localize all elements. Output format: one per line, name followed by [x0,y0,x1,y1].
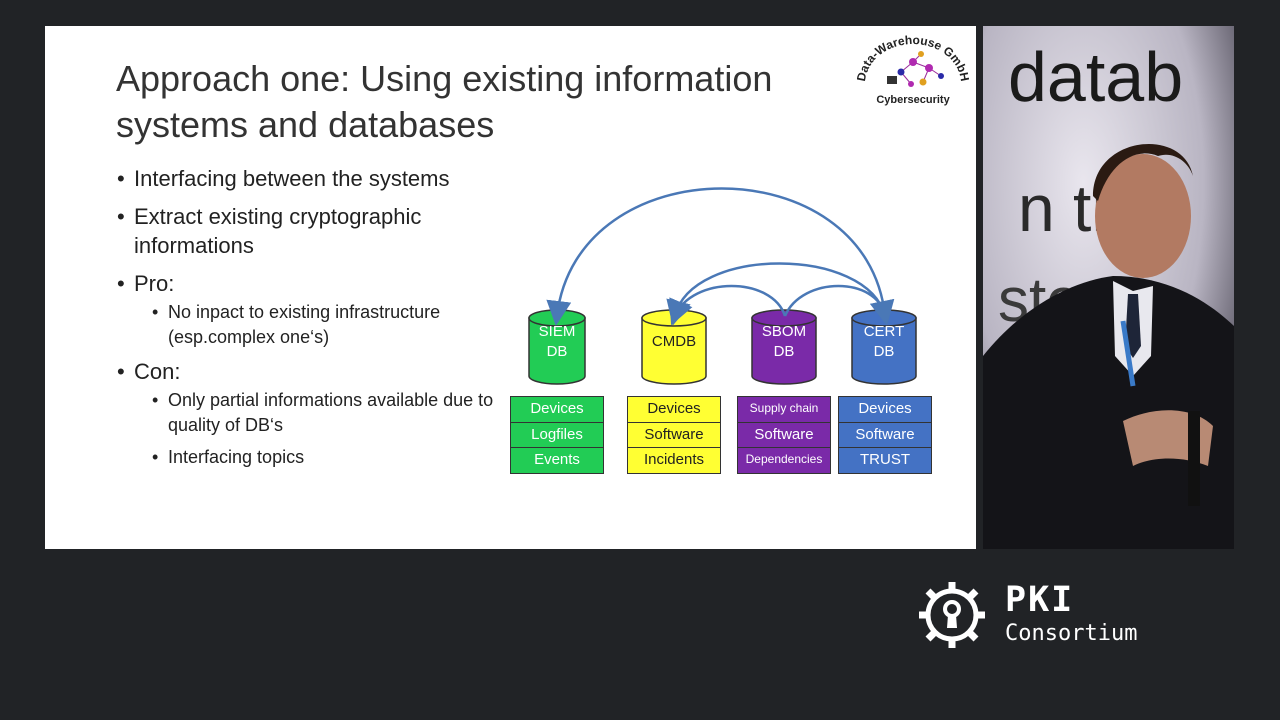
db-name-line1: CERT [863,323,905,340]
db-label-cmdb: CMDB [634,332,714,352]
db-item-cell: Devices [838,396,932,423]
backdrop-text-1: datab [1008,38,1183,116]
db-name-line1: SIEM [538,323,576,340]
db-item-cell: Software [737,421,831,448]
db-item-cell: Devices [510,396,604,423]
arrow-sbom-to-cert [783,284,895,326]
svg-text:Data-Warehouse GmbH: Data-Warehouse GmbH [857,33,969,82]
connection-arrows [528,187,917,385]
db-label-siem: SIEM DB [517,322,597,362]
db-item-cell: Devices [627,396,721,423]
db-item-cell: Events [510,447,604,474]
speaker-video-frame: datab n th ste [983,26,1234,549]
bullet-pro-sub: No inpact to existing infrastructure (es… [117,300,517,350]
db-item-cell: Logfiles [510,421,604,448]
data-warehouse-logo: Data-Warehouse GmbH Cybersecurity [857,32,969,112]
db-item-cell: Dependencies [737,447,831,474]
pki-gear-icon [919,582,985,648]
db-item-cell: Incidents [627,447,721,474]
bullet-con-sub-2: Interfacing topics [117,445,517,470]
db-item-cell: Software [627,421,721,448]
db-item-cell: Software [838,421,932,448]
db-item-cell: Supply chain [737,396,831,423]
db-label-sbom: SBOM DB [744,322,824,362]
bullet-con: Con: [117,357,517,386]
db-name-line2: DB [873,343,895,360]
speaker-video: datab n th ste [983,26,1234,549]
bullet-con-sub-1: Only partial informations available due … [117,388,517,438]
arrow-cert-to-siem [546,187,887,326]
arrow-cert-to-cmdb [666,262,887,326]
db-name-line2: DB [773,343,795,360]
slide-title: Approach one: Using existing information… [116,58,773,145]
logo-graphic: Data-Warehouse GmbH [857,33,969,87]
db-cylinder-sbom [751,309,817,385]
logo-subtitle: Cybersecurity [876,94,950,106]
brand-name: PKI [1005,580,1075,620]
brand-subtitle: Consortium [1005,621,1138,646]
logo-arc-text: Data-Warehouse GmbH [857,33,969,82]
db-item-cell: TRUST [838,447,932,474]
bullet-extract: Extract existing cryptographic informati… [117,202,517,260]
presentation-slide: Approach one: Using existing information… [45,26,976,549]
arrow-sbom-to-cmdb [669,284,787,326]
db-name-line1: SBOM [761,323,807,340]
db-label-cert: CERT DB [844,322,924,362]
db-name-line2: DB [546,343,568,360]
db-name-line1: CMDB [651,333,697,350]
bullet-list: Interfacing between the systems Extract … [117,164,517,477]
pki-consortium-brand: PKI Consortium [917,580,1177,650]
bullet-interfacing: Interfacing between the systems [117,164,517,193]
bullet-pro: Pro: [117,269,517,298]
